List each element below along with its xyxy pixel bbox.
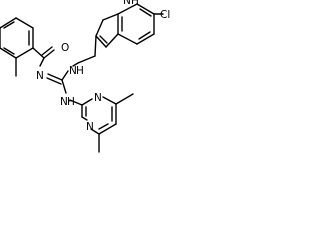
pyrimidine-ring — [81, 93, 134, 153]
structure-canvas: N H Cl O N N H N H N N — [0, 0, 176, 186]
imine-nitrogen-label: N — [36, 70, 44, 82]
molecule-structure: N H Cl O N N H N H N N — [0, 0, 170, 153]
pyrimidine-nh-h-label: H — [67, 96, 75, 108]
nh-pyrimidine-bond — [69, 99, 83, 106]
ethyl-linker — [72, 35, 97, 67]
ethyl-nh-n-label: N — [69, 65, 77, 77]
indole-pyrrole-ring — [95, 13, 119, 48]
indole-nh-h-label: H — [131, 0, 139, 7]
tolyl-ring — [0, 17, 34, 77]
indole-benzene-ring — [117, 3, 155, 45]
pyrimidine-nh-n-label: N — [60, 96, 68, 108]
pyrimidine-n1-label: N — [94, 92, 102, 104]
pyrimidine-n3-label: N — [86, 121, 94, 133]
indole-nh-n-label: N — [123, 0, 131, 7]
ethyl-nh-h-label: H — [76, 65, 84, 77]
chloro-label: Cl — [160, 9, 170, 21]
carbonyl-oxygen-label: O — [61, 42, 69, 54]
benzoyl-group — [32, 46, 55, 67]
pyrimidine-methyl-top — [115, 93, 134, 105]
guanidine-core — [46, 70, 69, 94]
